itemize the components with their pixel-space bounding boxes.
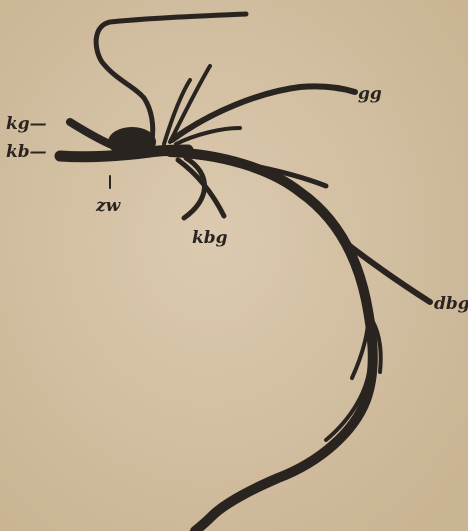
label-kbg: kbg (192, 228, 228, 248)
label-kb: kb— (6, 142, 47, 162)
label-dbg: dbg (434, 294, 468, 314)
label-kg: kg— (6, 114, 47, 134)
label-zw: zw (96, 196, 120, 216)
ganglion-body (108, 127, 156, 157)
label-gg: gg (358, 84, 382, 104)
